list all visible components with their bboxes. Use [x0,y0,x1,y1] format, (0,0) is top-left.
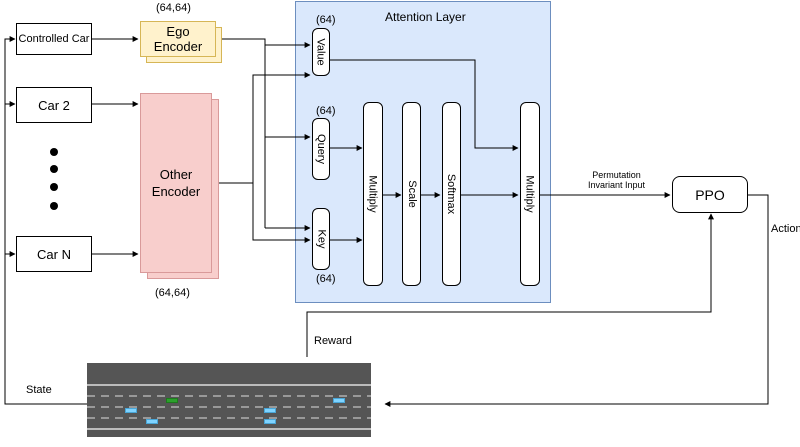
ellipsis-dot [50,148,58,156]
other-vehicle [264,408,276,413]
ellipsis-dot [50,165,58,173]
scale-label: Scale [405,180,418,208]
key-dim: (64) [316,273,336,285]
permutation-invariant-label: Permutation Invariant Input [588,170,646,190]
attention-layer-panel [295,1,551,303]
edge-other-out [218,182,311,243]
ellipsis-dot [50,202,58,210]
car2-box: Car 2 [16,87,92,123]
key-box: Key [312,208,330,270]
key-label: Key [315,229,327,249]
scale-box: Scale [402,102,421,286]
edge-other-to-value [252,72,311,183]
ppo-label: PPO [695,186,725,203]
attention-layer-title: Attention Layer [385,10,466,24]
edge-ego-out [218,38,266,228]
state-label: State [26,384,52,396]
carN-box: Car N [16,236,92,272]
multiply-box: Multiply [363,102,383,286]
controlled-car-box: Controlled Car [16,23,92,55]
other-vehicle [264,419,276,424]
multiply2-label: Multiply [524,175,537,213]
action-label: Action [771,223,800,235]
value-box: Value [312,28,330,76]
softmax-box: Softmax [442,102,461,286]
multiply2-box: Multiply [520,102,540,286]
ppo-box: PPO [672,176,748,213]
other-vehicle [333,398,345,403]
edge-action [384,194,769,407]
ego-encoder-label: Ego Encoder [153,24,203,54]
ellipsis-dot [50,183,58,191]
other-vehicle [125,408,137,413]
road-lane-markings [87,384,371,430]
edge-reward [306,213,714,357]
softmax-label: Softmax [445,173,458,215]
reward-label: Reward [314,335,352,347]
carN-label: Car N [37,246,71,262]
query-box: Query [312,118,330,180]
car2-label: Car 2 [38,97,70,113]
multiply-label: Multiply [367,175,380,213]
edge-state [4,36,87,405]
other-encoder-dim: (64,64) [155,287,190,299]
ego-vehicle [166,398,178,403]
value-dim: (64) [316,14,336,26]
value-label: Value [315,38,328,66]
edge-value-to-multiply2 [330,59,519,151]
ego-encoder-dim: (64,64) [156,2,191,14]
ego-encoder-box: Ego Encoder [140,21,216,57]
query-label: Query [315,134,327,164]
controlled-car-label: Controlled Car [18,33,90,45]
other-encoder-box: Other Encoder [140,93,212,273]
other-encoder-label: Other Encoder [151,167,201,199]
query-dim: (64) [316,105,336,117]
other-vehicle [146,419,158,424]
road-environment-image [87,363,371,437]
